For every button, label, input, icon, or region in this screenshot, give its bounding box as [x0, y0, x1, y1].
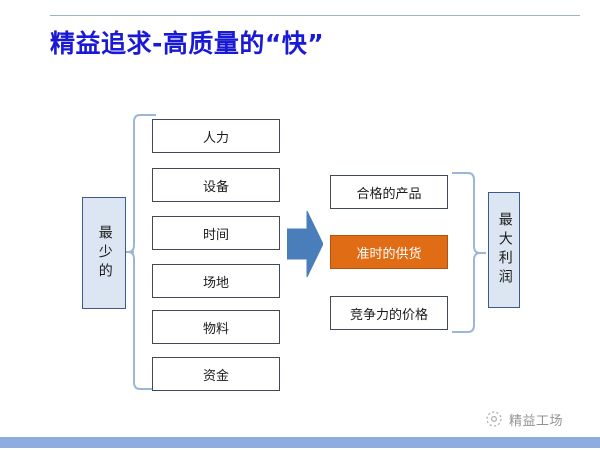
input-box-minimum[interactable]: 最少的 [82, 197, 126, 309]
page-title: 精益追求-高质量的“快” [50, 29, 325, 58]
brand-name: 精益工场 [509, 413, 564, 429]
resource-box-material[interactable]: 物料 [152, 310, 280, 344]
outcome-box-quality-product[interactable]: 合格的产品 [330, 175, 448, 209]
outcome-box-on-time-delivery[interactable]: 准时的供货 [330, 235, 448, 269]
footer-bar [0, 437, 600, 448]
right-arrow-icon [287, 211, 323, 277]
bracket-right [452, 172, 486, 333]
outcome-box-competitive-price[interactable]: 竞争力的价格 [330, 296, 448, 330]
bracket-left [126, 114, 156, 390]
brand-watermark: 精益工场 [484, 408, 563, 430]
title-divider [50, 15, 580, 16]
brand-circle-icon [486, 411, 502, 427]
result-box-maximum-profit[interactable]: 最大利润 [488, 192, 520, 308]
resource-box-capital[interactable]: 资金 [152, 357, 280, 391]
resource-box-manpower[interactable]: 人力 [152, 119, 280, 153]
resource-box-time[interactable]: 时间 [152, 216, 280, 250]
resource-box-space[interactable]: 场地 [152, 264, 280, 298]
resource-box-equipment[interactable]: 设备 [152, 168, 280, 202]
